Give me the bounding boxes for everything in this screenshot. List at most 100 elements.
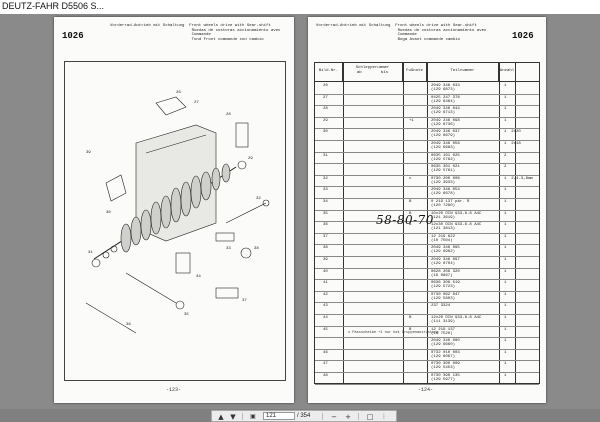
- zoom-out-icon[interactable]: −: [331, 412, 337, 421]
- cell-bild-nr: 27: [323, 95, 328, 100]
- col-header-bild: Bild-Nr.: [315, 63, 343, 81]
- cell-teilnummer: 0635 101 025 (129 5762): [431, 153, 460, 162]
- row-divider: [315, 209, 539, 211]
- row-divider: [315, 93, 539, 95]
- col-divider: [403, 63, 404, 383]
- cell-anzahl: 1: [504, 292, 507, 297]
- cell-fussnote: +1: [409, 118, 414, 123]
- row-divider: [315, 383, 539, 385]
- page-footer: -124-: [418, 387, 434, 393]
- row-divider: [315, 372, 539, 373]
- cell-bild-nr: 35: [323, 211, 328, 216]
- svg-text:38: 38: [254, 247, 259, 251]
- cell-anzahl: 1: [504, 362, 507, 367]
- row-divider: [315, 174, 539, 176]
- cell-teilnummer: 0425 247 378 (129 6464): [431, 95, 460, 104]
- cell-bild-nr: 30: [323, 130, 328, 135]
- window-title: DEUTZ-FAHR D5506 S...: [2, 1, 105, 11]
- svg-text:34: 34: [196, 275, 201, 279]
- cell-fussnote: x: [409, 176, 412, 181]
- cell-teilnummer: 237 3324: [431, 304, 451, 309]
- row-divider: [315, 128, 539, 130]
- cell-fussnote: B: [409, 316, 412, 320]
- toolbar-separator: [358, 413, 359, 420]
- page-number-input[interactable]: 121: [263, 412, 295, 420]
- svg-text:30: 30: [106, 211, 111, 215]
- cell-teilnummer: 12 219 622 (10 7504): [431, 234, 456, 243]
- handwritten-note: 58-80-70: [376, 213, 434, 227]
- svg-text:32: 32: [256, 197, 261, 201]
- row-divider: [315, 116, 539, 118]
- cell-anzahl: 1: [504, 327, 507, 332]
- cell-bild-nr: 43: [323, 304, 328, 309]
- cell-teilnummer: 2049 346 058 (129 6683): [431, 142, 460, 150]
- row-divider: [315, 302, 539, 304]
- cell-teilnummer: 0732 010 003 (129 6067): [431, 350, 460, 359]
- cell-teilnummer: 0730 300 009 (129 5453): [431, 362, 460, 371]
- cell-bild-nr: 34: [323, 200, 328, 204]
- cell-fussnote: B: [409, 211, 412, 216]
- cell-bild-nr: 39: [323, 258, 328, 262]
- cell-teilnummer: 2049 346 095 (129 6902): [431, 246, 460, 255]
- svg-text:31: 31: [88, 251, 93, 255]
- row-divider: [315, 256, 539, 257]
- page-down-icon[interactable]: ▼: [230, 412, 236, 421]
- zoom-in-icon[interactable]: +: [345, 412, 351, 421]
- page-up-icon[interactable]: ▲: [218, 412, 224, 421]
- cell-bild-nr: 29: [323, 118, 328, 123]
- cell-teilnummer: 12 219 137 (10 7520): [431, 327, 456, 336]
- cell-anzahl: 1: [504, 269, 507, 274]
- cell-teilnummer: 2049 346 037 (129 6679): [431, 130, 460, 139]
- cell-anzahl: 1: [504, 304, 507, 309]
- col-header-schlepper: Schlepperummer ab bis: [343, 63, 403, 81]
- svg-text:37: 37: [242, 299, 247, 303]
- cell-anzahl: 1: [504, 200, 507, 204]
- page-number: 1026: [62, 31, 84, 41]
- parts-table: Bild-Nr. Schlepperummer ab bis Fußnote T…: [314, 62, 540, 385]
- row-divider: [315, 267, 539, 269]
- col-divider: [499, 63, 500, 383]
- page-number: 1026: [512, 31, 534, 41]
- cell-fussnote: B: [409, 200, 412, 204]
- page-total: / 354: [297, 413, 311, 419]
- row-divider: [315, 290, 539, 292]
- cell-anzahl: 1: [504, 246, 507, 251]
- cell-teilnummer: 12x30 DIN 933-8.8 A4C (121 3813): [431, 223, 482, 232]
- row-divider: [315, 244, 539, 246]
- cell-anzahl: 1: [504, 118, 507, 123]
- more-icon[interactable]: ⋮: [381, 413, 387, 420]
- cell-teilnummer: 0730 200 006 (129 3933): [431, 176, 460, 185]
- cell-anzahl: 1: [504, 107, 507, 112]
- cell-bild-nr: 38: [323, 246, 328, 251]
- cell-anzahl: 2: [504, 165, 507, 170]
- cell-anzahl: 1 2x20: [504, 130, 521, 135]
- svg-text:35: 35: [184, 313, 189, 317]
- viewer-toolbar: ▲ ▼ ▣ 121 / 354 − + □ ⋮: [211, 410, 397, 422]
- row-divider: [315, 140, 539, 141]
- svg-text:27: 27: [194, 101, 199, 105]
- cell-anzahl: 2: [504, 153, 507, 158]
- row-divider: [315, 151, 539, 153]
- cell-teilnummer: 0730 062 047 (129 5803): [431, 292, 460, 301]
- cell-teilnummer: 0635 301 021 (129 5761): [431, 165, 460, 174]
- page-icon: ▣: [250, 413, 256, 420]
- cell-anzahl: 1: [504, 188, 507, 193]
- cell-anzahl: 1: [504, 281, 507, 286]
- cell-teilnummer: 2049 346 080 (129 6660): [431, 339, 460, 348]
- fit-icon[interactable]: □: [366, 412, 374, 421]
- cell-fussnote: B: [409, 327, 412, 332]
- pdf-viewer[interactable]: 1026 Vorderrad-Antrieb mit Schaltung Fro…: [0, 14, 600, 422]
- cell-bild-nr: 45: [323, 327, 328, 332]
- cell-bild-nr: 41: [323, 281, 328, 286]
- cell-anzahl: 1 2x18: [504, 142, 521, 146]
- cell-teilnummer: 2049 346 044 (129 6713): [431, 107, 460, 116]
- col-divider: [427, 63, 428, 383]
- svg-text:39: 39: [86, 151, 91, 155]
- cell-anzahl: 1: [504, 95, 507, 100]
- cell-bild-nr: 46: [323, 350, 328, 355]
- cell-anzahl: 1: [504, 316, 507, 320]
- page-footer: -123-: [166, 387, 182, 393]
- page-header: Vorderrad-Antrieb mit Schaltung Front wh…: [316, 24, 487, 42]
- cell-fussnote: B: [409, 223, 412, 228]
